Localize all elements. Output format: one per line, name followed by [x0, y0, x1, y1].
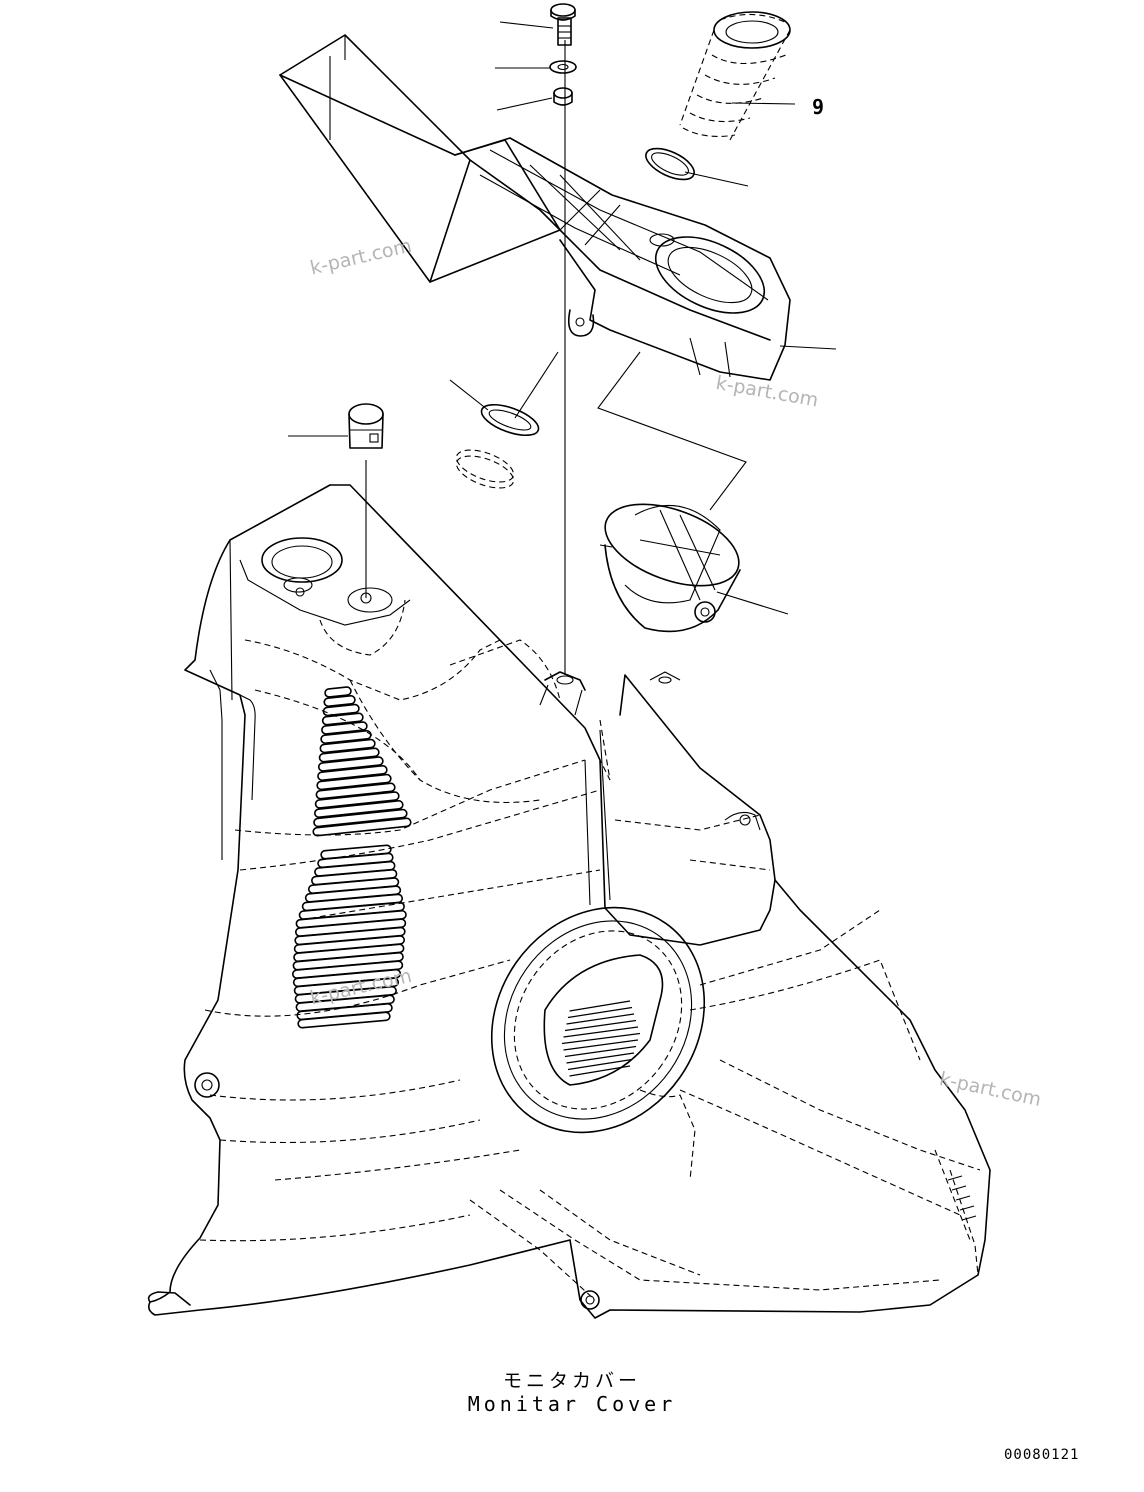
vent-slot: [324, 686, 352, 698]
grille-hatch-line: [569, 1065, 631, 1077]
vent-slot: [298, 901, 405, 920]
vent-slot: [297, 1011, 391, 1029]
grille-hatch-line: [567, 1006, 633, 1019]
nut-ring-part: [455, 449, 515, 489]
leader-lines: [288, 21, 837, 675]
grille-hatch-line: [566, 1052, 635, 1064]
diagram-title-english: Monitar Cover: [467, 1392, 677, 1416]
vent-slot: [314, 860, 396, 877]
vent-slot: [317, 765, 388, 781]
vent-slot: [322, 703, 360, 717]
grille-hatch-line: [567, 1058, 633, 1071]
grille-hatch-line: [563, 1039, 639, 1051]
grille-hatch-line: [566, 1013, 635, 1025]
monitor-cover-body: [147, 484, 991, 1319]
collar-part: [553, 87, 573, 106]
side-oval-vent: [490, 906, 706, 1134]
grille-hatch-line: [569, 1000, 631, 1012]
grille-hatch-line: [563, 1026, 639, 1038]
vent-slot: [301, 893, 404, 912]
ventilation-slots: [291, 686, 412, 1029]
vent-slot: [307, 877, 400, 894]
vent-louver-part: [599, 503, 741, 633]
gasket-upper-part: [645, 147, 695, 181]
vent-slot: [295, 909, 407, 929]
vent-slot: [321, 721, 368, 735]
air-duct-part: [279, 34, 791, 381]
vent-slot: [321, 712, 364, 726]
gasket-lower-part: [480, 403, 540, 437]
vent-slot: [319, 738, 376, 754]
callout-label-9: 9: [812, 95, 825, 119]
drawing-number: 00080121: [1004, 1447, 1080, 1463]
vent-slot: [292, 951, 404, 971]
vent-slot: [294, 918, 407, 937]
vent-slot: [314, 799, 404, 819]
vent-slot: [320, 730, 372, 744]
vent-slot: [293, 935, 406, 954]
flat-washer-part: [549, 60, 577, 74]
vent-slot: [294, 926, 406, 946]
vent-slot: [314, 791, 400, 809]
bolt-part: [550, 3, 576, 46]
grille-hatch-line: [564, 1045, 637, 1058]
vent-slot: [313, 808, 408, 828]
vent-slot: [318, 747, 380, 763]
grille-hatch-line: [564, 1019, 637, 1032]
vent-slot: [311, 869, 398, 886]
vent-slot: [315, 782, 396, 800]
vent-slot: [317, 756, 384, 772]
bellows-boot-part: [679, 11, 791, 141]
plug-cap-part: [348, 403, 384, 449]
vent-slot: [293, 943, 405, 963]
vent-slot: [312, 817, 412, 837]
grille-hatch-line: [561, 1032, 641, 1045]
vent-slot: [304, 885, 402, 903]
vent-slot: [323, 695, 356, 707]
vent-slot: [316, 773, 392, 791]
diagram-title-japanese: モニタカバー: [502, 1370, 641, 1392]
